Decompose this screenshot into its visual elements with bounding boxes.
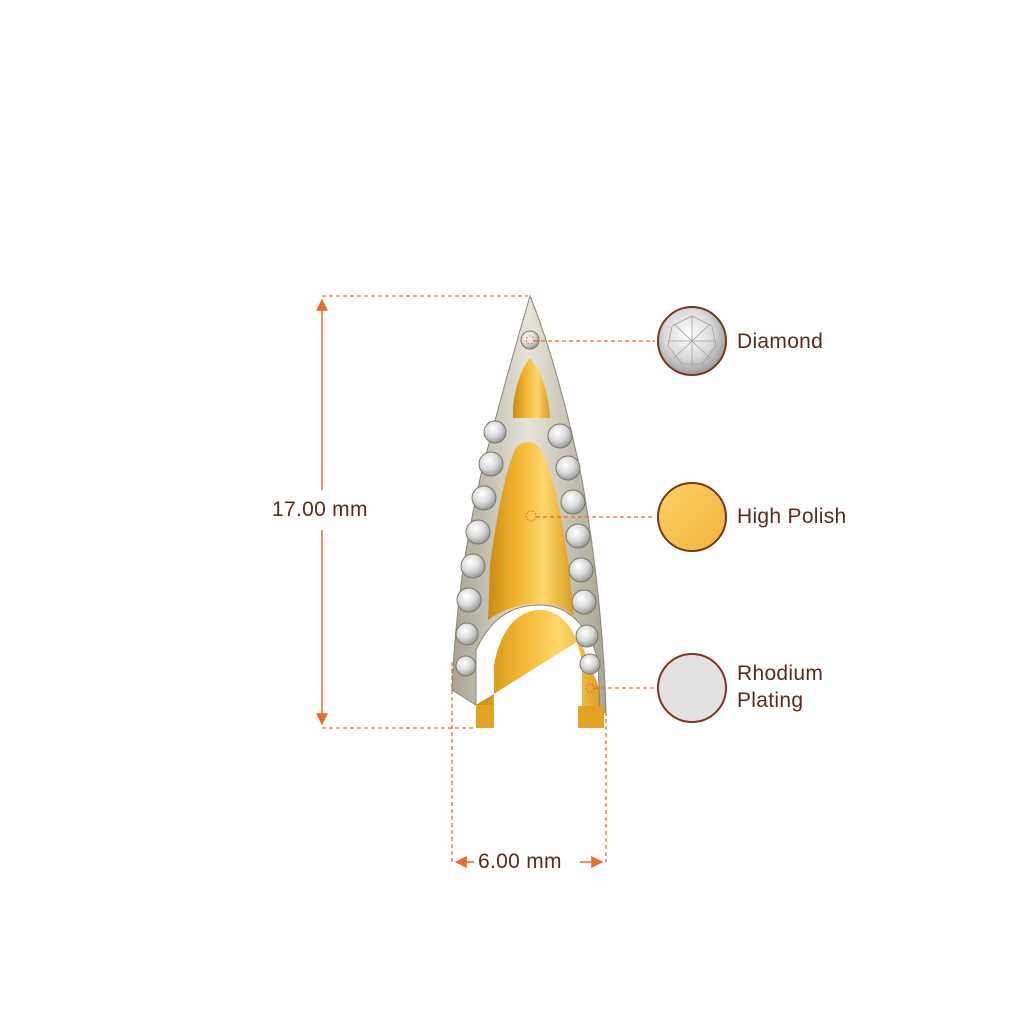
legend-label-rhodium-line1: Rhodium <box>737 662 824 685</box>
height-dimension-label: 17.00 mm <box>272 498 368 521</box>
legend-label-high-polish: High Polish <box>737 505 847 528</box>
height-dimension <box>316 295 528 729</box>
gold-top-window <box>512 358 550 418</box>
legend-label-diamond: Diamond <box>737 330 824 353</box>
callout-diamond <box>525 306 727 376</box>
width-dimension-label: 6.00 mm <box>476 848 564 875</box>
gold-inner-panel <box>488 442 574 620</box>
gold-front-edge-left <box>476 705 494 728</box>
legend-label-rhodium-line2: Plating <box>737 689 804 712</box>
rhodium-swatch <box>657 653 727 723</box>
diamond-row-right <box>547 423 601 675</box>
width-dimension <box>451 662 607 868</box>
earring-illustration <box>451 294 607 728</box>
legend-label-rhodium-plating: Rhodium Plating <box>737 660 823 714</box>
diamond-facets <box>667 315 717 366</box>
top-diamond <box>520 330 540 350</box>
high-polish-swatch <box>657 482 727 552</box>
callout-rhodium-plating <box>585 653 727 723</box>
gold-back-band <box>476 610 604 728</box>
diamond-row-left <box>455 420 507 677</box>
gold-front-edge-right <box>578 706 604 728</box>
callout-high-polish <box>525 482 727 552</box>
